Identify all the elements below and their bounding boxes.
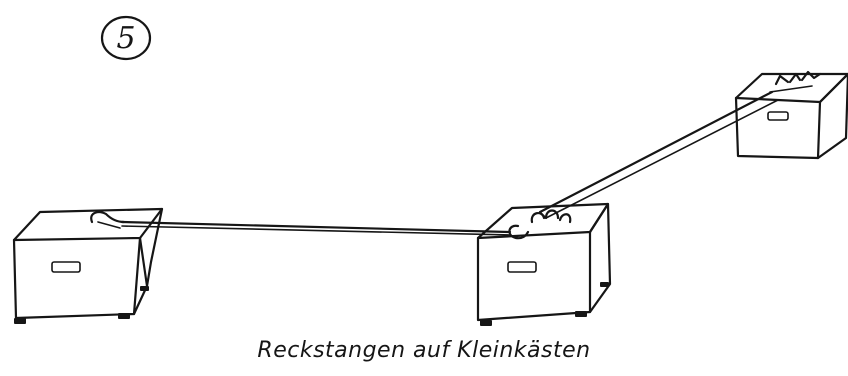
box-right-handle bbox=[768, 112, 788, 120]
caption: Reckstangen auf Kleinkästen bbox=[0, 338, 848, 363]
box-right bbox=[736, 74, 848, 158]
box-left-handle bbox=[52, 262, 80, 272]
box-middle-handle bbox=[508, 262, 536, 272]
step-number: 5 bbox=[100, 16, 152, 60]
bar-left-to-middle bbox=[122, 222, 510, 235]
bar-middle-to-right bbox=[540, 92, 778, 218]
box-middle bbox=[478, 204, 610, 326]
clamp-icon-left bbox=[91, 212, 124, 228]
